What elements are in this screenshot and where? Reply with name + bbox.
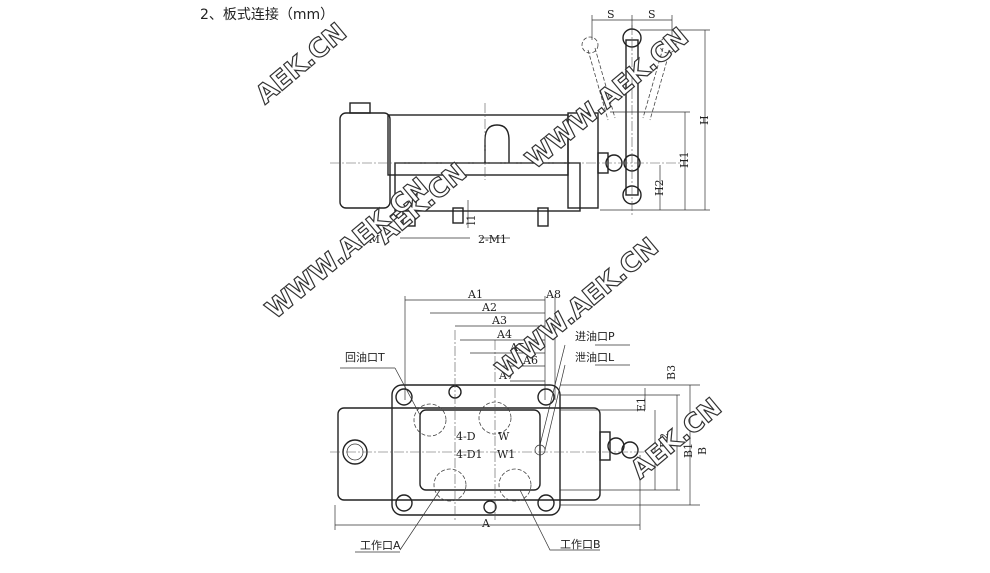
dim-l1: l1 bbox=[465, 214, 478, 225]
dim-h2: H2 bbox=[653, 179, 666, 196]
dim-a1: A1 bbox=[467, 288, 483, 301]
port-b-label: 工作口B bbox=[560, 538, 601, 551]
port-a-label: 工作口A bbox=[360, 539, 401, 552]
watermark: AEK.CN bbox=[250, 17, 353, 110]
dim-b: B bbox=[696, 447, 709, 455]
dim-a2: A2 bbox=[481, 301, 497, 314]
dim-e1: E1 bbox=[635, 397, 648, 412]
page-title: 2、板式连接（mm） bbox=[200, 7, 335, 23]
dim-4d1: 4-D1 bbox=[456, 448, 483, 461]
port-l-label: 泄油口L bbox=[575, 350, 615, 364]
dim-a7: A7 bbox=[498, 369, 514, 382]
dim-4m: 4-M bbox=[358, 233, 380, 246]
side-view: S S H H1 H2 l1 4-M 2-M1 bbox=[330, 8, 711, 246]
dim-b3: B3 bbox=[665, 365, 678, 380]
dim-s-right: S bbox=[648, 8, 656, 21]
dim-2m1: 2-M1 bbox=[478, 233, 507, 246]
watermark: WWW.AEK.CN bbox=[260, 172, 434, 325]
dim-w1: W1 bbox=[497, 448, 515, 461]
watermarks: AEK.CN WWW.AEK.CN AEK.CN WWW.AEK.CN WWW.… bbox=[250, 17, 729, 486]
port-p-label: 进油口P bbox=[575, 329, 615, 343]
dim-a5: A5 bbox=[509, 341, 525, 354]
dim-a3: A3 bbox=[491, 314, 507, 327]
dim-b1: B1 bbox=[682, 443, 695, 458]
dim-a: A bbox=[481, 517, 491, 530]
dim-a4: A4 bbox=[496, 328, 512, 341]
dim-4d: 4-D bbox=[456, 430, 476, 443]
dim-w: W bbox=[498, 430, 510, 443]
port-t-label: 回油口T bbox=[345, 350, 385, 364]
dim-h: H bbox=[698, 115, 711, 125]
top-view: A1 A8 A2 A3 A4 A5 A6 A7 A B B1 B2 B3 E1 … bbox=[330, 288, 709, 553]
dim-b2: B2 bbox=[658, 433, 671, 448]
dim-a8: A8 bbox=[545, 288, 561, 301]
dim-h1: H1 bbox=[678, 151, 691, 168]
dim-s-left: S bbox=[607, 8, 615, 21]
dim-a6: A6 bbox=[522, 354, 538, 367]
